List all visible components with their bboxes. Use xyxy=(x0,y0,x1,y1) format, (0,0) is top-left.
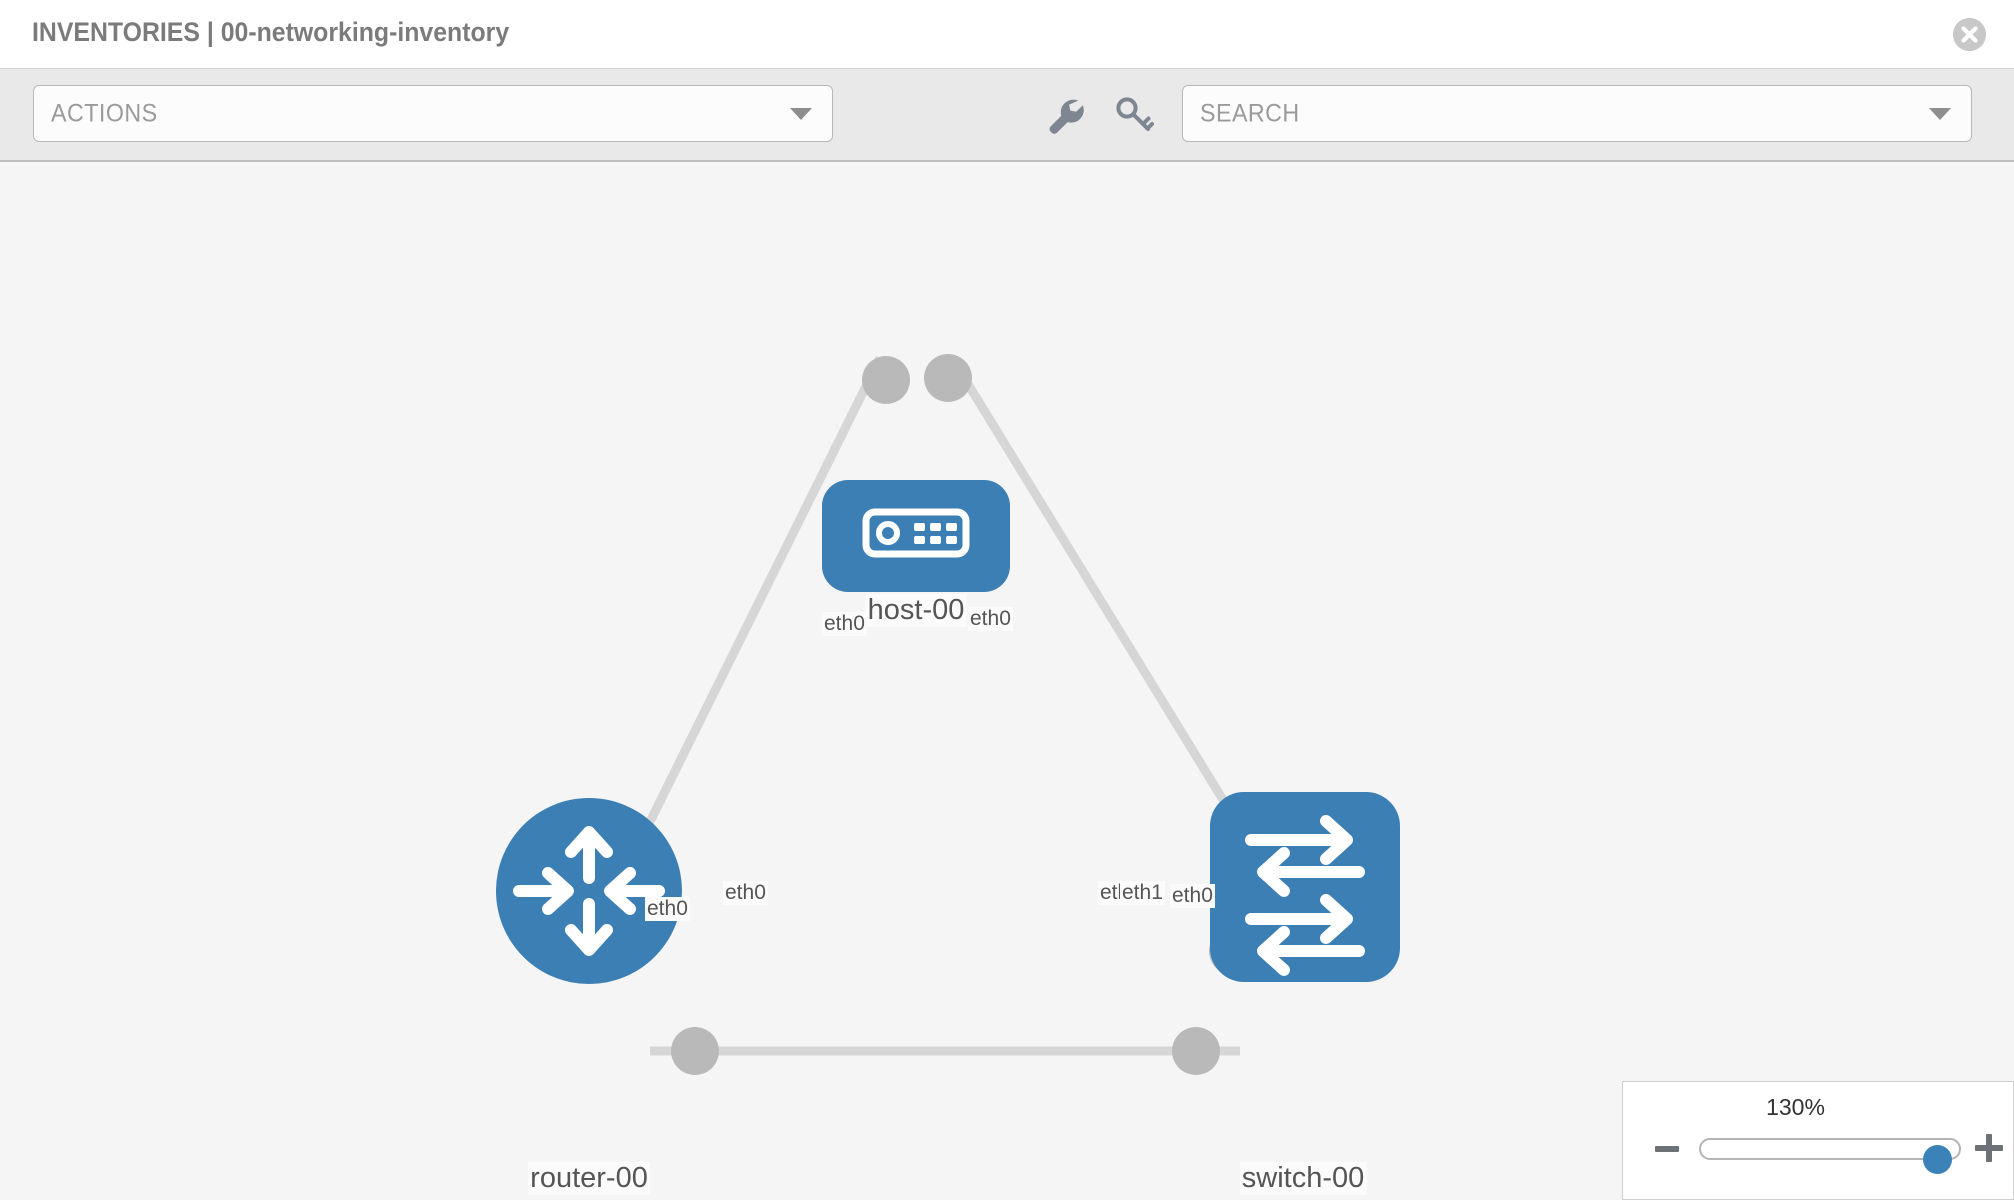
wrench-icon[interactable] xyxy=(1042,91,1088,137)
search-placeholder: SEARCH xyxy=(1200,99,1300,127)
node-label-host: host-00 xyxy=(865,594,967,627)
zoom-level-label: 130% xyxy=(1766,1094,1825,1120)
port-switch-left xyxy=(1172,1027,1220,1075)
page-header: INVENTORIES | 00-networking-inventory xyxy=(0,0,2014,68)
topology-canvas[interactable]: host-00 router-00 switch-00 eth0 eth0 et… xyxy=(0,162,2014,1200)
node-host-00 xyxy=(822,480,1010,592)
page-title: INVENTORIES | 00-networking-inventory xyxy=(32,17,510,47)
link-host-router xyxy=(625,356,885,864)
topology-graph xyxy=(496,354,1400,1075)
node-switch-00 xyxy=(1210,792,1400,982)
zoom-slider-track[interactable] xyxy=(1699,1138,1961,1174)
chevron-down-icon xyxy=(1929,107,1951,120)
key-icon[interactable] xyxy=(1110,91,1156,137)
port-label: eth0 xyxy=(968,607,1013,631)
node-router-00 xyxy=(496,798,682,984)
port-label: eth1 xyxy=(1120,881,1165,905)
chevron-down-icon xyxy=(790,107,812,120)
port-host-left xyxy=(862,356,910,404)
zoom-slider-thumb[interactable] xyxy=(1923,1145,1952,1174)
node-label-router: router-00 xyxy=(528,1162,650,1195)
actions-dropdown[interactable]: ACTIONS xyxy=(33,85,833,142)
port-host-right xyxy=(924,354,972,402)
actions-dropdown-label: ACTIONS xyxy=(51,99,158,127)
link-layer xyxy=(625,355,1259,1056)
port-label: eth0 xyxy=(822,612,867,636)
port-label: eth0 xyxy=(645,897,690,921)
zoom-in-button[interactable] xyxy=(1975,1134,2003,1162)
toolbar: ACTIONS SEARCH xyxy=(0,68,2014,162)
port-router-right xyxy=(671,1027,719,1075)
zoom-slider-row xyxy=(1623,1130,2014,1174)
port-label: eth0 xyxy=(1170,884,1215,908)
search-input[interactable]: SEARCH xyxy=(1182,85,1972,142)
node-label-switch: switch-00 xyxy=(1239,1162,1367,1195)
zoom-control-panel: 130% xyxy=(1622,1081,2014,1200)
link-host-switch xyxy=(948,355,1259,855)
port-label: eth0 xyxy=(723,881,768,905)
close-icon[interactable] xyxy=(1953,18,1986,51)
zoom-out-button[interactable] xyxy=(1655,1146,1679,1152)
